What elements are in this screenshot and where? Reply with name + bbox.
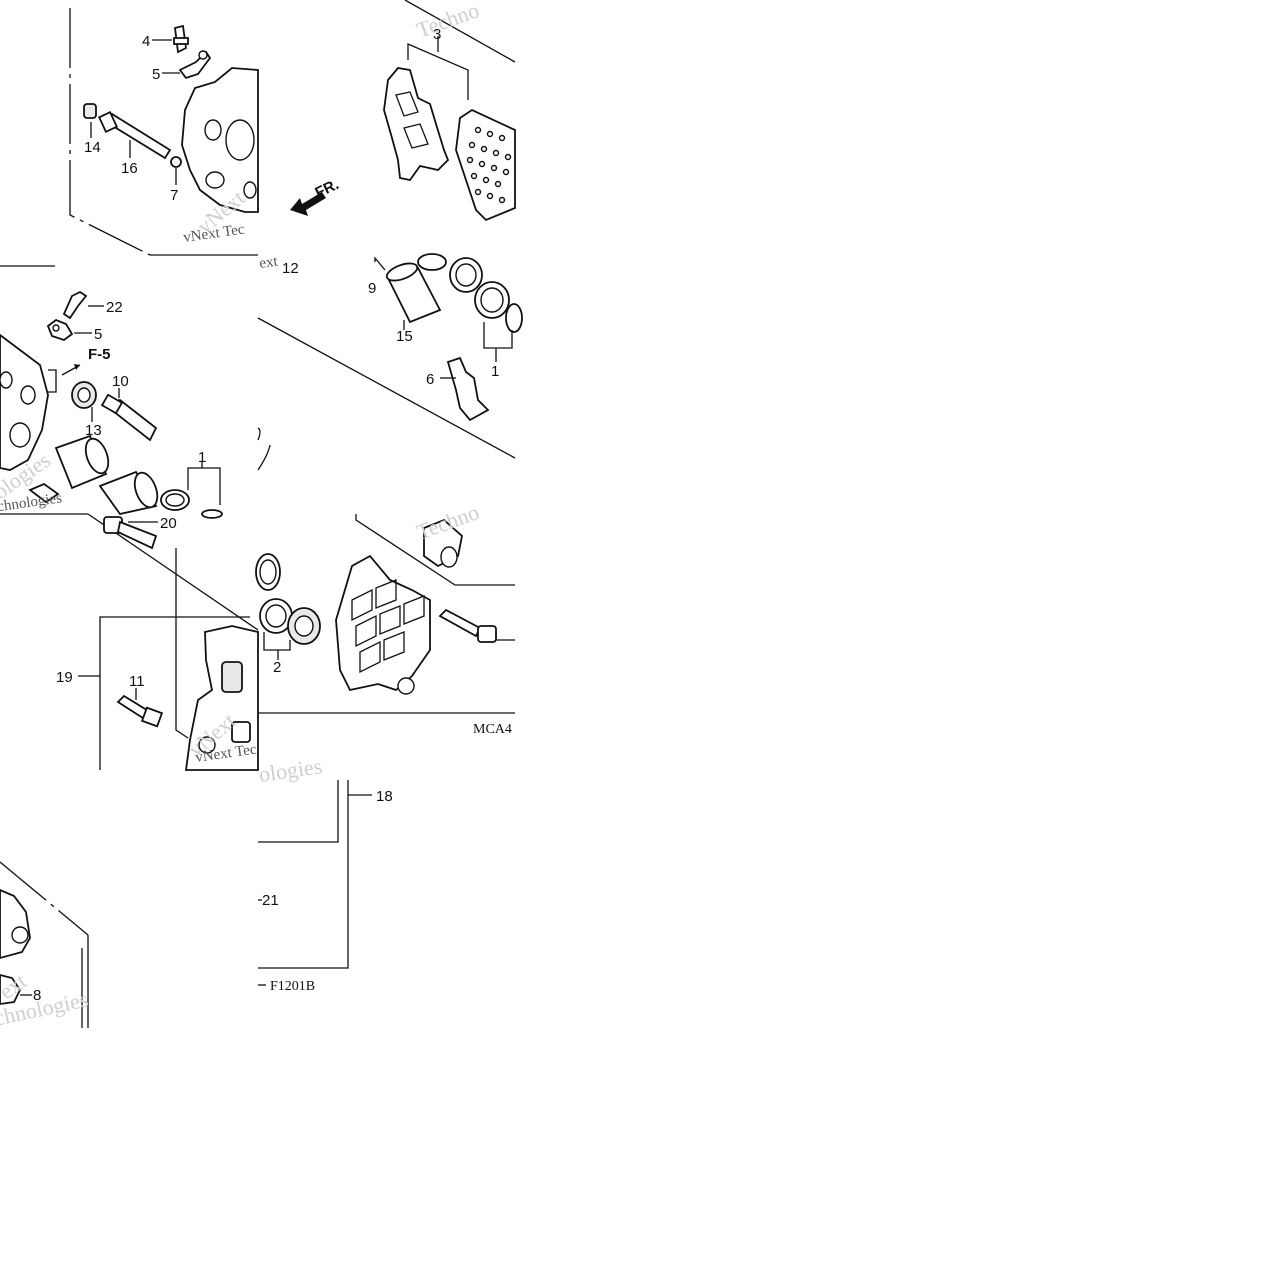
bracket-mesh — [351, 579, 425, 674]
tile-piston-seals-right: 12 9 15 6 1 ext — [257, 253, 523, 471]
callout-22: 22 — [106, 299, 123, 316]
pad-perforations — [466, 126, 512, 204]
callout-1-right: 1 — [491, 363, 499, 380]
watermark-d: ext — [258, 253, 279, 272]
front-direction-arrow — [290, 192, 326, 216]
callout-15: 15 — [396, 328, 413, 345]
callout-4: 4 — [142, 33, 150, 50]
drawing-code-mca4: MCA4 — [473, 722, 512, 737]
callout-16: 16 — [121, 160, 138, 177]
bleeder-screw-part — [173, 24, 189, 54]
callout-8: 8 — [33, 987, 41, 1004]
callout-5-top: 5 — [152, 66, 160, 83]
callout-5-mid: 5 — [94, 326, 102, 343]
callout-2: 2 — [273, 659, 281, 676]
callout-3: 3 — [433, 26, 441, 43]
section-ref-f5: F-5 — [88, 346, 111, 363]
callout-10: 10 — [112, 373, 129, 390]
callout-20: 20 — [160, 515, 177, 532]
watermark-b: Techno — [413, 0, 482, 43]
callout-21: 21 — [262, 892, 279, 909]
callout-6: 6 — [426, 371, 434, 388]
callout-18: 18 — [376, 788, 393, 805]
watermark-h: ologies — [257, 753, 323, 787]
tile-caliper-bracket: 20 19 11 vNext vNext Tec — [56, 513, 259, 771]
tile-caliper-body-pistons: 22 5 F-5 10 13 1 ologies chnologies — [0, 265, 223, 519]
pistons — [54, 434, 159, 516]
callout-11: 11 — [129, 673, 145, 690]
tile-assembly-brackets: 18 21 F1201B ologies — [257, 753, 392, 994]
callout-9: 9 — [368, 280, 376, 297]
tile-caliper-body-top: 4 5 14 16 7 vNext Tec vNext — [69, 8, 259, 256]
callout-13: 13 — [85, 422, 102, 439]
callout-14: 14 — [84, 139, 101, 156]
drawing-code-f1201b: F1201B — [270, 979, 315, 994]
tile-bracket-lower: 8 ext chnologies — [0, 861, 90, 1031]
bolt-20 — [103, 516, 158, 550]
callout-19: 19 — [56, 669, 73, 686]
callout-12: 12 — [282, 260, 299, 277]
callout-1-left: 1 — [198, 449, 206, 466]
front-arrow-label: FR. — [313, 176, 342, 202]
callout-7: 7 — [170, 187, 178, 204]
tile-bracket-and-seals: 2 MCA4 Techno — [255, 499, 515, 737]
tile-brake-pads: FR. 3 Techno — [290, 0, 516, 222]
